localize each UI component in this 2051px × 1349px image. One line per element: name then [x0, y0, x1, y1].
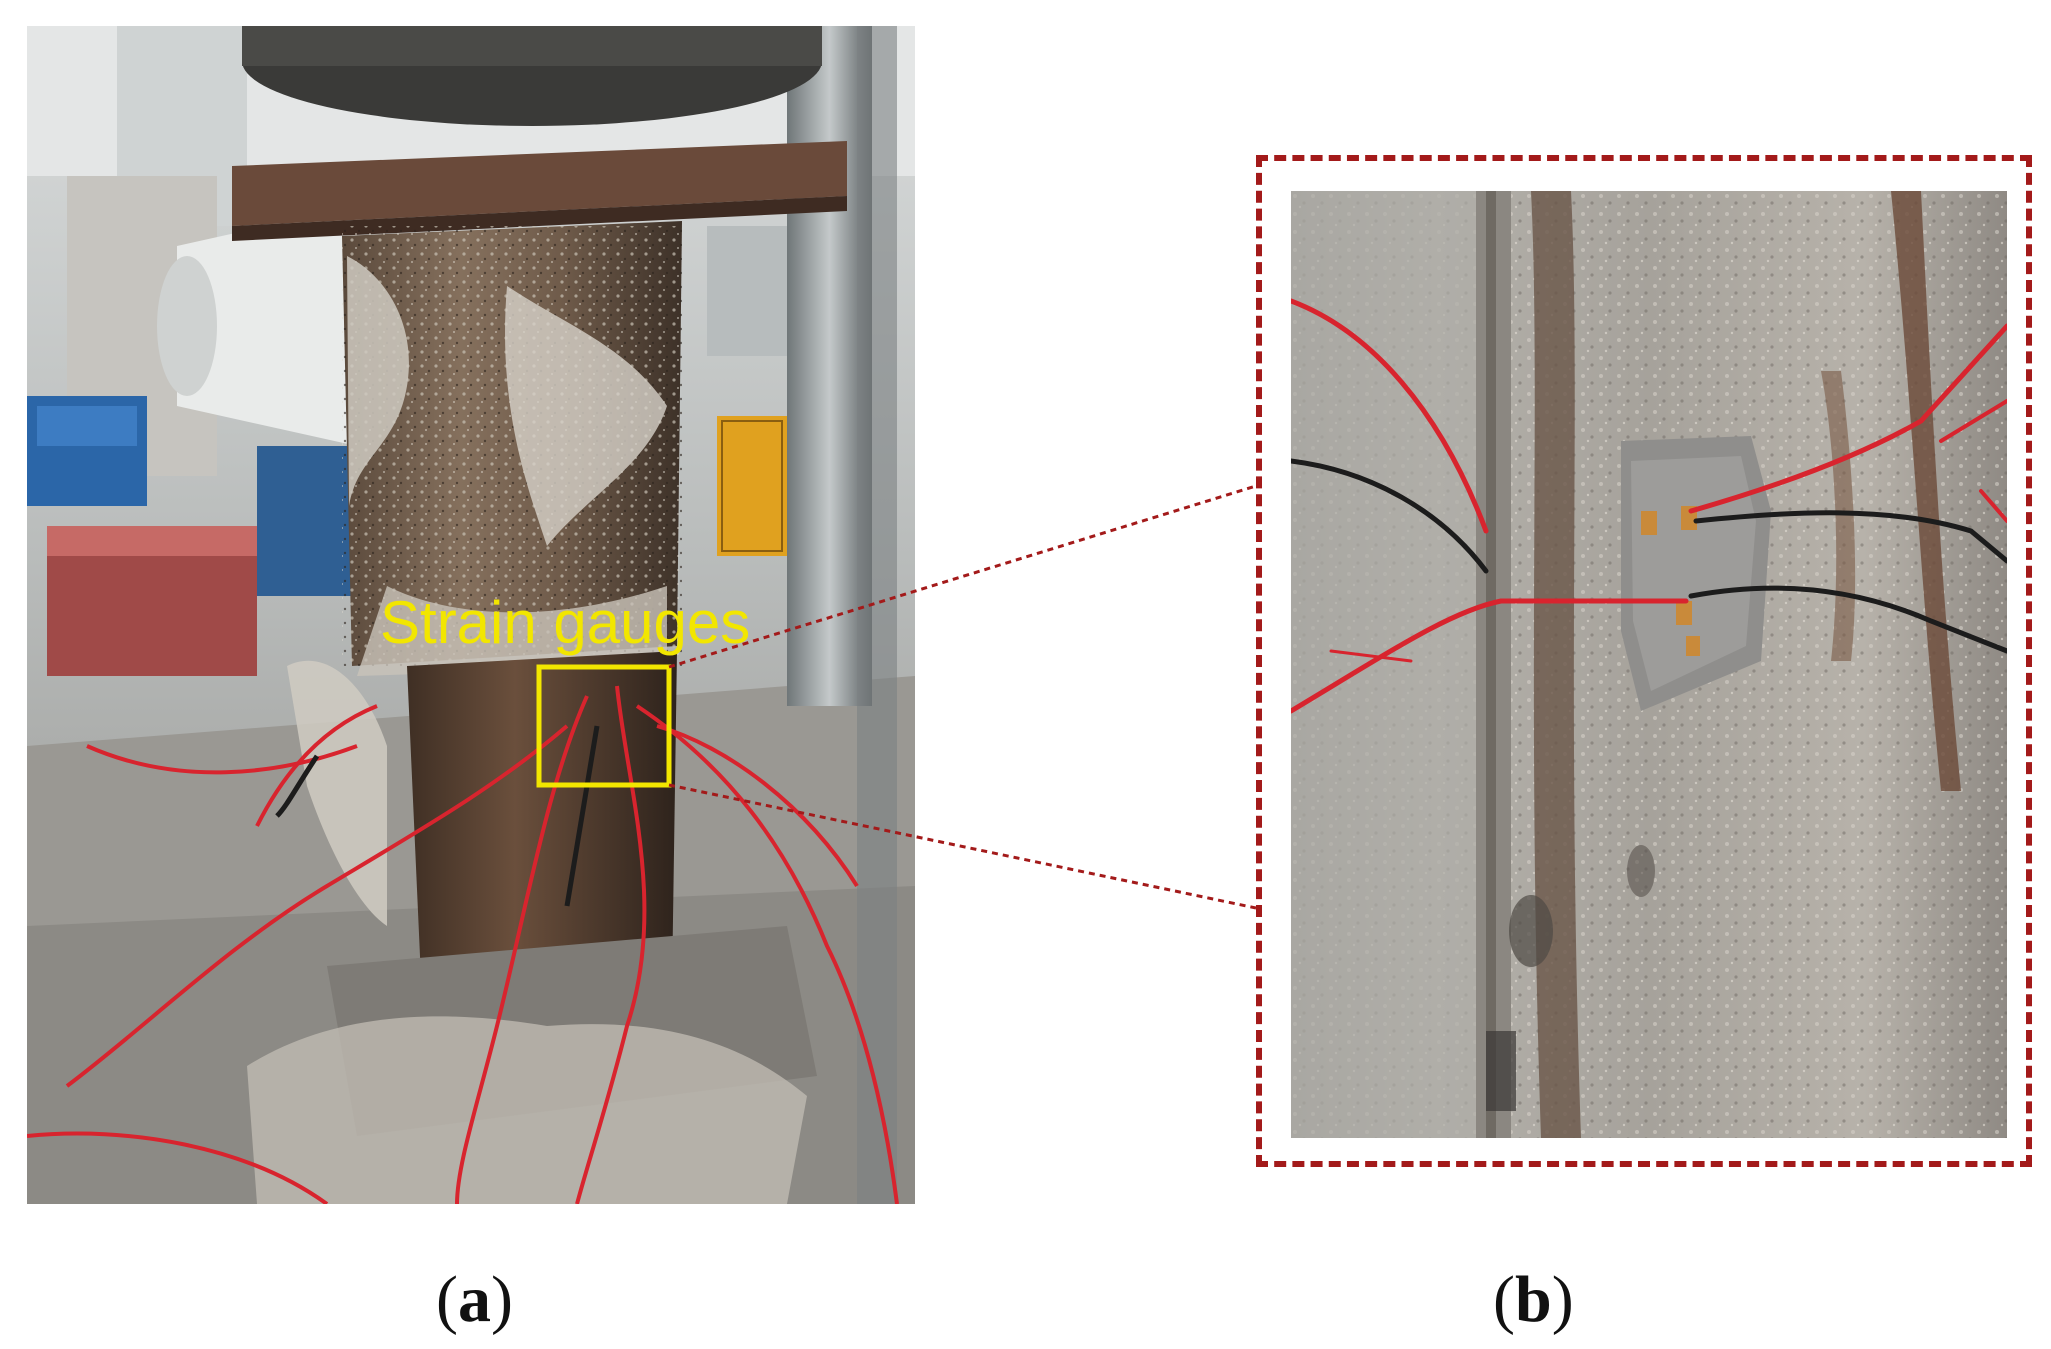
- panel-b-photo: [1291, 191, 2007, 1138]
- strain-gauge-highlight-box: [536, 664, 672, 788]
- callout-line-bottom: [668, 783, 1257, 910]
- strain-gauge-3: [1676, 601, 1692, 625]
- callout-line-top: [668, 484, 1257, 669]
- subfigure-label-b: (b): [1493, 1263, 1574, 1336]
- strain-gauges-annotation: Strain gauges: [380, 589, 751, 656]
- strain-gauge-1: [1641, 511, 1657, 535]
- strain-gauge-closeup-photo: [1291, 191, 2007, 1138]
- panel-b-frame: [1256, 155, 2032, 1167]
- column-specimen-photo: [27, 26, 915, 1204]
- strain-gauge-4: [1686, 636, 1700, 656]
- panel-a-photo: [27, 26, 915, 1204]
- subfigure-label-a: (a): [436, 1263, 513, 1336]
